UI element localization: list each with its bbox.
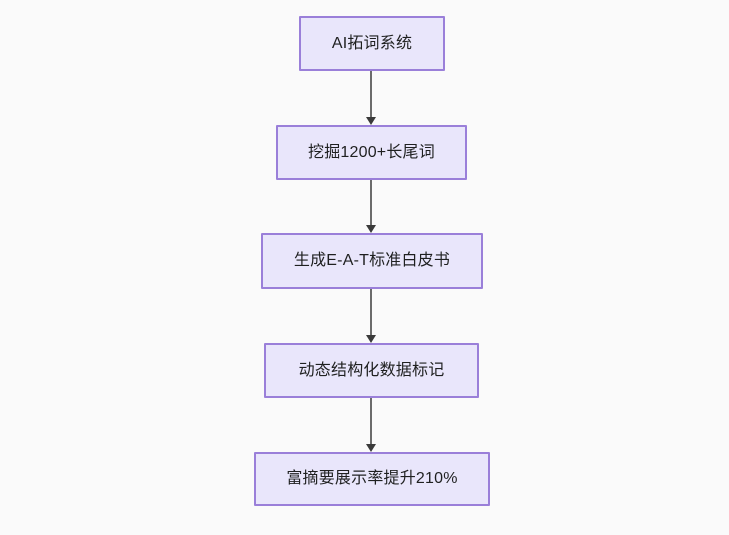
flow-node-label: 动态结构化数据标记: [298, 361, 445, 379]
flow-node-label: 挖掘1200+长尾词: [308, 143, 435, 161]
flow-connector-line: [370, 180, 372, 225]
flow-node-generate-eat-whitepaper[interactable]: 生成E-A-T标准白皮书: [261, 233, 483, 289]
flow-node-label: AI拓词系统: [331, 34, 413, 52]
flow-node-label: 富摘要展示率提升210%: [286, 470, 458, 488]
flow-arrowhead-icon: [366, 117, 376, 125]
flow-node-ai-keyword-system[interactable]: AI拓词系统: [299, 16, 445, 71]
flow-connector-line: [370, 71, 372, 117]
flow-arrowhead-icon: [366, 335, 376, 343]
flow-node-rich-snippet-impression-lift[interactable]: 富摘要展示率提升210%: [254, 452, 490, 506]
flow-node-dynamic-structured-data-markup[interactable]: 动态结构化数据标记: [264, 343, 479, 398]
flow-node-mine-longtail-keywords[interactable]: 挖掘1200+长尾词: [276, 125, 467, 180]
flow-node-label: 生成E-A-T标准白皮书: [293, 252, 451, 270]
flow-connector-line: [370, 289, 372, 335]
flow-connector-line: [370, 398, 372, 444]
flow-arrowhead-icon: [366, 444, 376, 452]
flow-arrowhead-icon: [366, 225, 376, 233]
